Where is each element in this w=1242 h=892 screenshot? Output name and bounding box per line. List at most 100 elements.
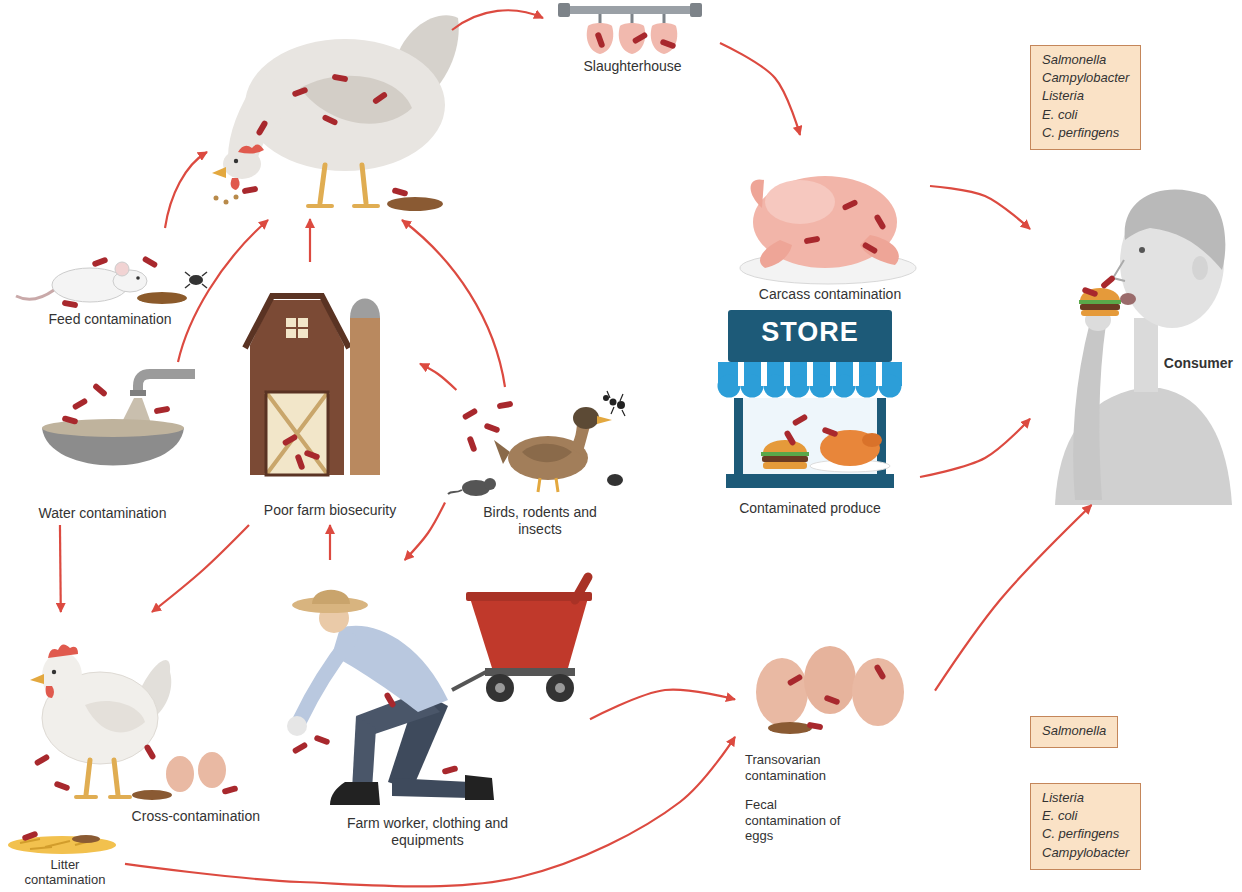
carcass-illustration-part <box>873 214 886 231</box>
hen-illustration-part <box>321 114 338 126</box>
hen-illustration-part <box>34 753 51 766</box>
egg-illustration-part <box>873 664 886 681</box>
farm-worker-illustration-part <box>287 716 307 736</box>
contamination-arrow <box>935 505 1092 691</box>
hen-illustration <box>30 644 239 800</box>
water-illustration-part <box>138 374 195 392</box>
wildlife-illustration-part <box>494 440 510 464</box>
store-sign-text: STORE <box>753 314 867 350</box>
store-illustration-part <box>762 456 808 462</box>
feed-illustration-part <box>137 292 187 304</box>
caption: Birds, rodents and insects <box>470 504 610 538</box>
store-illustration-part <box>792 413 809 426</box>
store-illustration-part <box>783 430 796 447</box>
hen-illustration-part <box>224 200 229 205</box>
farm-worker-illustration-part <box>383 692 396 709</box>
pathogen-list-box: SalmonellaCampylobacterListeriaE. coliC.… <box>1030 45 1141 150</box>
store-illustration-part <box>763 440 807 452</box>
water-illustration <box>42 374 195 466</box>
carcass-illustration-part <box>751 179 764 208</box>
caption: Fecal contamination of eggs <box>745 797 857 844</box>
pathogen-name: C. perfingens <box>1042 825 1129 843</box>
hen-illustration-part <box>291 86 308 97</box>
farm-worker-illustration-part <box>555 683 565 693</box>
wildlife-illustration-part <box>462 407 479 420</box>
pathway-arrow-part <box>178 220 268 362</box>
hen-illustration-part <box>76 795 130 799</box>
consumer-illustration-part <box>1125 189 1226 270</box>
caption: Litter contamination <box>15 857 115 888</box>
hen-illustration-part <box>132 790 172 800</box>
wildlife-node: Birds, rodents and insects <box>445 390 635 540</box>
egg-illustration-part <box>807 722 824 731</box>
wildlife-illustration-part <box>610 399 617 406</box>
carcass-illustration-part <box>860 235 899 265</box>
pathogen-name: E. coli <box>1042 807 1129 825</box>
hen-illustration-part <box>387 197 443 211</box>
farm-worker-illustration-part <box>352 716 376 790</box>
barn-illustration-part <box>282 433 299 446</box>
farm-worker-illustration-part <box>546 674 574 702</box>
hen-illustration-part <box>223 149 261 179</box>
egg-illustration-part <box>852 658 904 726</box>
consumer-illustration-part <box>1100 275 1116 290</box>
hen-illustration-part <box>238 144 264 153</box>
carcass-illustration-part <box>862 241 879 254</box>
hen-illustration-part <box>212 167 226 178</box>
barn-illustration-part <box>266 392 328 475</box>
caption: Feed contamination <box>49 311 172 328</box>
pathway-arrow-part <box>402 220 505 387</box>
feed-illustration-part <box>142 255 159 268</box>
water-illustration-part <box>72 397 89 410</box>
pathway-arrow-part <box>165 152 207 228</box>
caption: Poor farm biosecurity <box>264 502 396 519</box>
caption: Consumer <box>1164 355 1233 372</box>
feed-illustration-part <box>185 272 207 288</box>
barn-illustration-part <box>350 299 380 319</box>
feed-illustration-part <box>91 256 108 267</box>
hen-illustration-part <box>234 159 238 163</box>
carcass-illustration-part <box>804 236 821 245</box>
hen-illustration-part <box>320 165 366 203</box>
farm-worker-illustration-part <box>486 674 514 702</box>
water-illustration-part <box>92 383 108 398</box>
store-illustration-part <box>728 310 892 362</box>
water-illustration-part <box>42 419 184 437</box>
contamination-arrow <box>420 364 456 390</box>
feed-illustration-part <box>189 275 203 285</box>
slaughterhouse-illustration-part <box>587 23 614 54</box>
feed-illustration-part <box>115 262 129 276</box>
barn-illustration-part <box>286 318 308 338</box>
farm-worker-illustration-part <box>392 778 470 798</box>
farm-worker-illustration-part <box>292 741 309 754</box>
store-illustration-part <box>734 398 743 478</box>
slaughterhouse-illustration-part <box>558 3 570 17</box>
consumer-illustration-part <box>1081 286 1098 297</box>
hen-illustration-part <box>42 652 82 700</box>
contamination-arrow <box>590 690 735 720</box>
litter-illustration-part <box>21 830 38 841</box>
consumer-illustration-part <box>1139 247 1145 253</box>
wildlife-illustration-part <box>522 444 572 462</box>
hen-illustration-part <box>242 186 259 195</box>
hen-illustration-part <box>30 674 44 684</box>
wildlife-illustration-part <box>497 401 514 410</box>
barn-illustration-part <box>245 296 349 348</box>
slaughterhouse-illustration-part <box>632 31 649 44</box>
contamination-arrow <box>152 525 249 612</box>
carcass-illustration-part <box>765 180 835 224</box>
wildlife-illustration-part <box>617 401 625 409</box>
egg-illustration-part <box>804 646 856 714</box>
hen-illustration-part <box>234 195 239 200</box>
barn-illustration-part <box>266 392 328 475</box>
slaughterhouse-illustration-part <box>565 6 695 14</box>
slaughterhouse-illustration-part <box>659 38 676 49</box>
barn-illustration-part <box>250 300 344 475</box>
water-illustration-part <box>130 390 146 396</box>
contamination-arrow <box>930 186 1030 229</box>
hen-illustration-part <box>221 785 238 795</box>
hen-illustration-part <box>214 196 219 201</box>
hen-illustration-part <box>372 91 389 105</box>
store-illustration-part <box>821 426 838 437</box>
hen-illustration-part <box>300 76 412 124</box>
